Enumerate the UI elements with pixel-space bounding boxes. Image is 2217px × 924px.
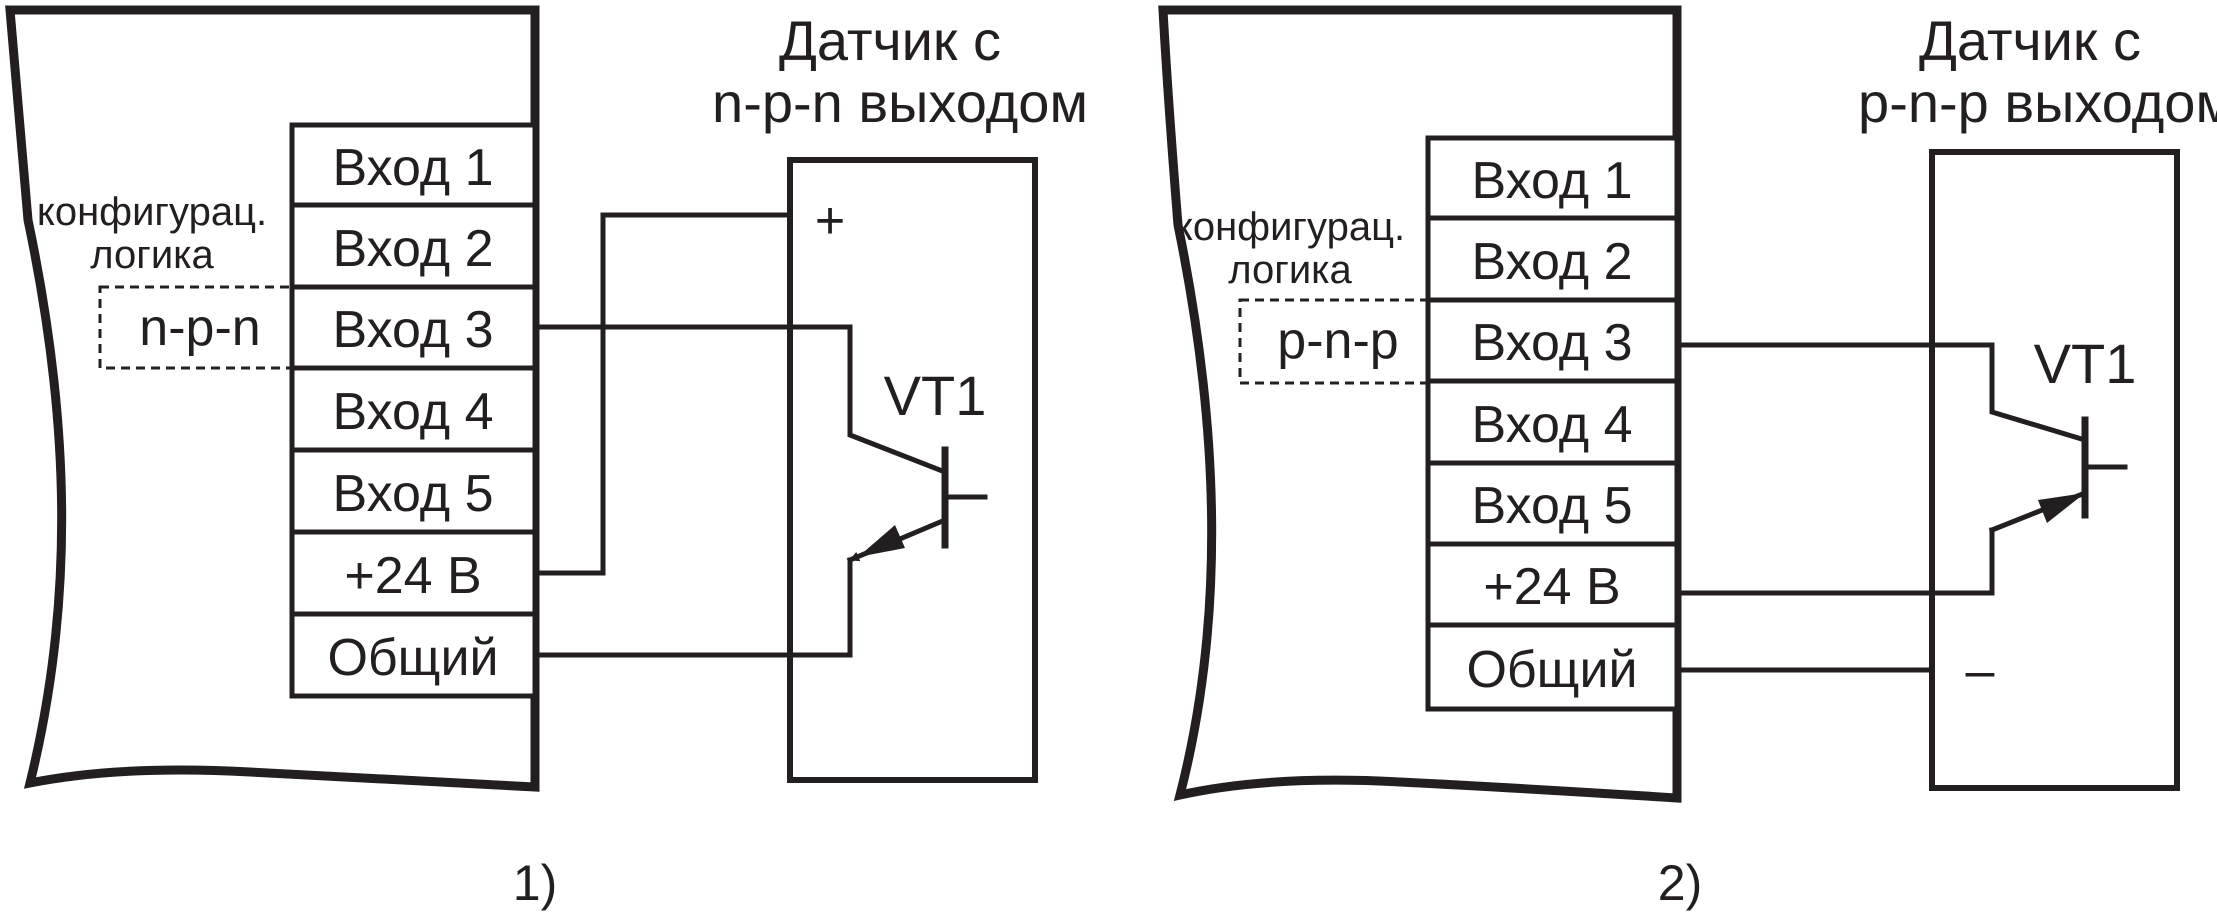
terminal-input-5: Вход 5 <box>1471 477 1632 535</box>
sensor-title-line1: Датчик с <box>779 9 1001 72</box>
sensor-box <box>787 157 1038 783</box>
terminal-input-2: Вход 2 <box>1471 233 1632 291</box>
panel-npn: Датчик с n-p-n выходом Вход 1 Вход 2 Вхо… <box>5 5 1088 911</box>
transistor-pnp <box>1988 416 2128 534</box>
logic-label-line1: конфигурац. <box>1175 205 1405 249</box>
terminal-input-1: Вход 1 <box>1471 152 1632 210</box>
terminal-input-1: Вход 1 <box>332 139 493 197</box>
logic-mode-box <box>1238 298 1430 385</box>
polarity-mark: + <box>815 192 845 250</box>
transistor-label: VT1 <box>884 364 987 427</box>
sensor-box <box>1929 149 2180 791</box>
terminal-input-3: Вход 3 <box>332 301 493 359</box>
terminal-input-5: Вход 5 <box>332 465 493 523</box>
controller-body <box>1158 5 1682 803</box>
sensor-title-line2: n-p-n выходом <box>712 71 1088 134</box>
terminal-input-2: Вход 2 <box>332 220 493 278</box>
wire-input-3 <box>1674 342 2089 444</box>
transistor-npn <box>846 446 988 564</box>
terminal-block: Вход 1 Вход 2 Вход 3 Вход 4 Вход 5 +24 В… <box>289 122 538 699</box>
caption: 1) <box>513 855 557 911</box>
logic-label-line2: логика <box>1228 248 1352 292</box>
panel-pnp: Датчик с p-n-p выходом Вход 1 Вход 2 Вхо… <box>1158 5 2217 911</box>
terminal-block: Вход 1 Вход 2 Вход 3 Вход 4 Вход 5 +24 В… <box>1425 135 1680 712</box>
terminal-plus-24v: +24 В <box>344 547 481 605</box>
logic-label-line1: конфигурац. <box>37 190 267 234</box>
logic-label-line2: логика <box>90 233 214 277</box>
terminal-input-4: Вход 4 <box>332 383 493 441</box>
polarity-mark: – <box>1966 642 1995 700</box>
sensor-title-line1: Датчик с <box>1919 9 2141 72</box>
terminal-plus-24v: +24 В <box>1483 558 1620 616</box>
terminal-common: Общий <box>1466 641 1637 699</box>
terminal-input-3: Вход 3 <box>1471 314 1632 372</box>
terminal-common: Общий <box>327 629 498 687</box>
wire-input-3 <box>532 324 949 476</box>
wire-common <box>532 557 853 658</box>
terminal-input-4: Вход 4 <box>1471 396 1632 454</box>
sensor-title-line2: p-n-p выходом <box>1858 71 2217 134</box>
logic-mode-box <box>98 285 294 370</box>
logic-mode-label: p-n-p <box>1277 312 1398 370</box>
wire-plus-24v <box>532 212 793 576</box>
transistor-label: VT1 <box>2034 332 2137 395</box>
logic-mode-label: n-p-n <box>139 299 260 357</box>
wire-plus-24v <box>1674 527 1995 596</box>
controller-body <box>5 5 540 792</box>
caption: 2) <box>1658 855 1702 911</box>
